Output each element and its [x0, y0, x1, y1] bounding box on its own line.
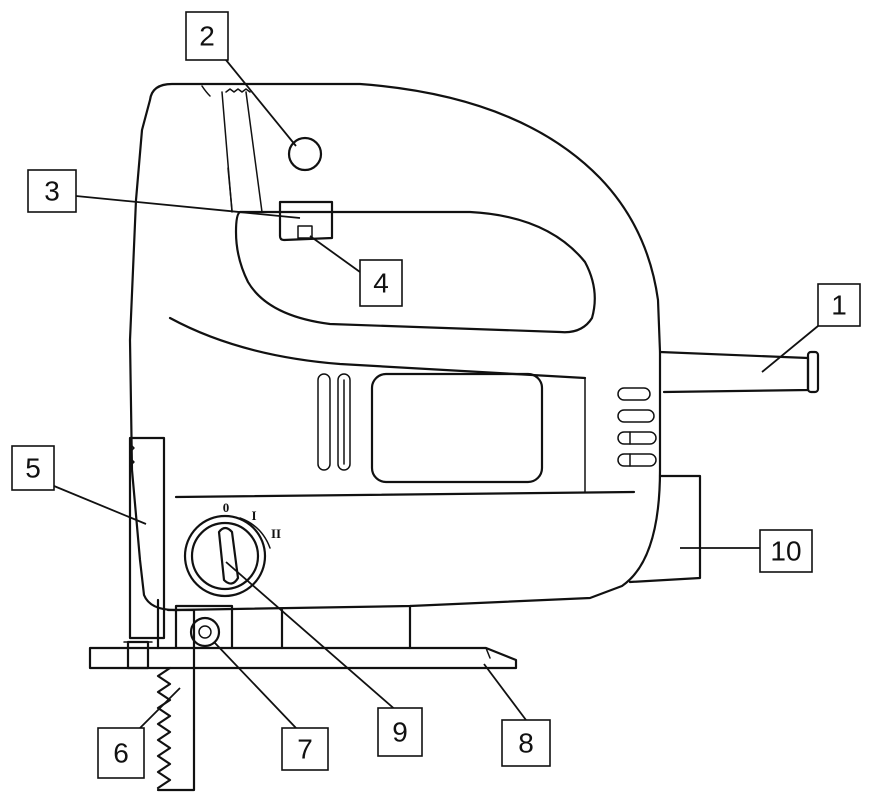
callout-4: 4: [359, 259, 403, 307]
seam-line: [245, 91, 263, 213]
housing-outline: [128, 82, 662, 612]
grill-slot: [617, 387, 651, 401]
callout-9: 9: [377, 707, 423, 757]
leader-5: [53, 485, 147, 525]
callout-9-label: 9: [392, 717, 408, 748]
leader-lines: [53, 59, 819, 729]
leader-8: [483, 663, 527, 721]
callout-2-label: 2: [199, 21, 215, 52]
callout-7-label: 7: [297, 734, 313, 765]
lower-mechanism: [156, 598, 234, 650]
callout-8-label: 8: [518, 728, 534, 759]
callout-5: 5: [11, 445, 55, 491]
pendulum-dial-knob: [217, 526, 240, 585]
jigsaw-drawing: 0 I II: [88, 82, 820, 792]
seam-line: [201, 85, 211, 97]
callout-6: 6: [97, 727, 145, 779]
leader-7: [213, 641, 297, 729]
handle-opening: [234, 210, 596, 334]
grill-slot: [617, 431, 657, 445]
callout-5-label: 5: [25, 453, 41, 484]
callout-8: 8: [501, 719, 551, 767]
grill-slot: [617, 409, 655, 423]
vent-slot: [337, 373, 351, 471]
leader-1: [761, 325, 819, 373]
saw-blade-shape: [156, 728, 196, 792]
callout-10-label: 10: [770, 536, 801, 567]
dial-mark-1: I: [251, 508, 256, 523]
dial-arc: [239, 517, 271, 549]
leader-2: [225, 59, 297, 147]
trigger-switch-shape: [278, 200, 334, 242]
guide-roller-axle: [198, 625, 212, 639]
leader-6: [139, 687, 181, 729]
pendulum-dial: [183, 514, 267, 598]
body-split-line: [174, 490, 636, 499]
guide-roller-shape: [189, 616, 221, 648]
lower-mechanism: [280, 604, 412, 650]
callout-1: 1: [817, 283, 861, 327]
leader-4: [309, 235, 361, 273]
switch-lock-shape: [297, 225, 313, 239]
dust-adapter-end: [806, 350, 820, 394]
callout-2: 2: [185, 11, 229, 61]
base-plate-shape: [88, 646, 518, 670]
callout-3-label: 3: [44, 176, 60, 207]
pendulum-dial-inner: [190, 521, 260, 591]
callout-10: 10: [759, 529, 813, 573]
base-screw: [126, 640, 150, 670]
rear-box-shape: [628, 474, 702, 584]
dust-adapter-tube: [658, 350, 810, 394]
callout-1-label: 1: [831, 290, 847, 321]
body-line: [168, 316, 587, 380]
grill-slot: [617, 453, 657, 467]
dial-mark-2: II: [271, 526, 281, 541]
callout-3: 3: [27, 169, 77, 213]
knurl: [225, 88, 251, 93]
base-plate-edge: [485, 647, 491, 659]
blade-guard-shape: [128, 436, 166, 640]
dial-mark-0: 0: [223, 500, 230, 515]
guard-knurl: [129, 443, 135, 467]
callout-4-label: 4: [373, 268, 389, 299]
callout-6-label: 6: [113, 738, 129, 769]
lock-button-shape: [287, 136, 323, 172]
saw-blade-teeth: [156, 666, 172, 790]
leader-3: [75, 195, 301, 219]
saw-blade-shape: [166, 608, 196, 732]
vent-slot: [317, 373, 331, 471]
callout-7: 7: [281, 727, 329, 771]
label-plate: [370, 372, 544, 484]
seam-line: [227, 167, 233, 211]
leader-9: [225, 561, 399, 713]
